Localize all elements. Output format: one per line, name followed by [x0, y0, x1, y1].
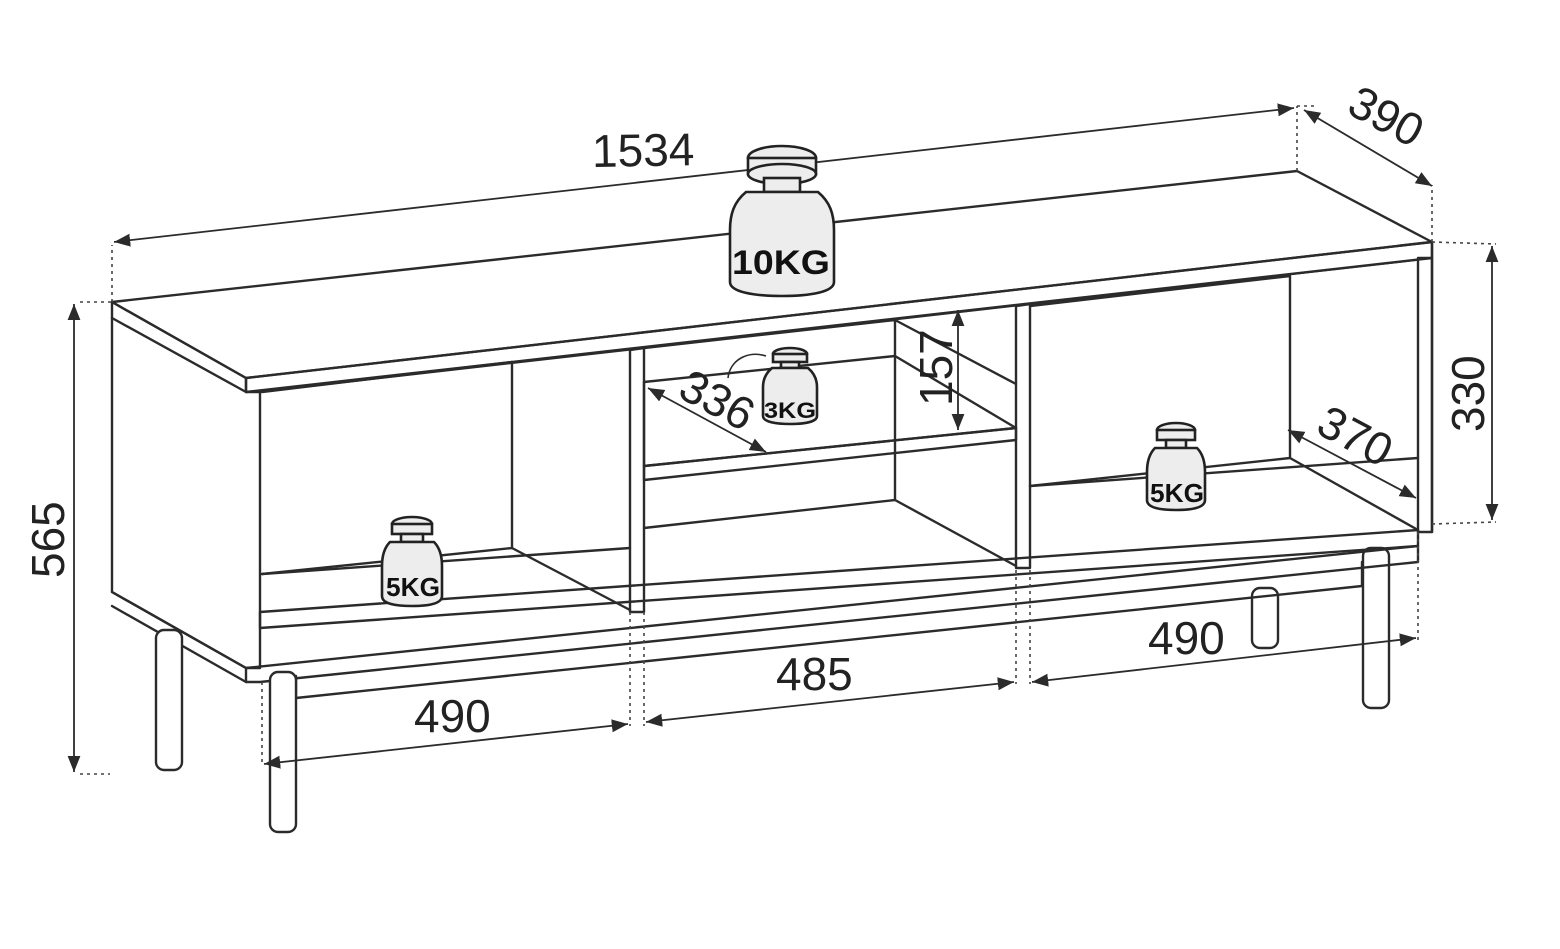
- dim-line-middle-width: [645, 677, 1015, 727]
- front-legs: [154, 628, 298, 834]
- dim-middle-width: 485: [776, 648, 853, 700]
- dim-right-width: 490: [1148, 612, 1225, 664]
- right-side-panel: [1416, 256, 1434, 534]
- weight-top-icon: [728, 144, 836, 298]
- dim-line-inner-depth: [1287, 429, 1417, 499]
- extension-lines: [80, 105, 1497, 775]
- top-front-edge: [244, 240, 1434, 394]
- left-side-panel: [110, 300, 262, 670]
- dim-line-depth: [1303, 109, 1433, 187]
- base-frame: [244, 544, 1420, 684]
- dim-line-shelf-depth: [647, 387, 767, 453]
- divider-right: [1014, 302, 1032, 570]
- weight-left-icon: [380, 515, 444, 608]
- dim-left-width: 490: [414, 690, 491, 742]
- dimension-lines: [67, 103, 1499, 772]
- dim-depth: 390: [1340, 75, 1432, 157]
- weight-right-label: 5KG: [1150, 478, 1204, 508]
- weight-middle-label: 3KG: [764, 398, 816, 423]
- dim-line-width: [113, 103, 1295, 247]
- shelf-depth-arc: [727, 353, 767, 379]
- dim-total-width: 1534: [592, 123, 695, 177]
- dim-compartment-height: 330: [1442, 355, 1494, 432]
- dim-shelf-height: 157: [910, 329, 962, 406]
- weight-top-label: 10KG: [732, 244, 830, 282]
- dim-line-right-width: [1031, 633, 1417, 687]
- weight-right-icon: [1145, 421, 1207, 512]
- dim-line-left-width: [263, 719, 629, 769]
- divider-left: [628, 346, 646, 614]
- weight-middle-icon: [761, 346, 819, 426]
- weight-left-label: 5KG: [386, 572, 440, 602]
- dim-total-height: 565: [22, 501, 74, 578]
